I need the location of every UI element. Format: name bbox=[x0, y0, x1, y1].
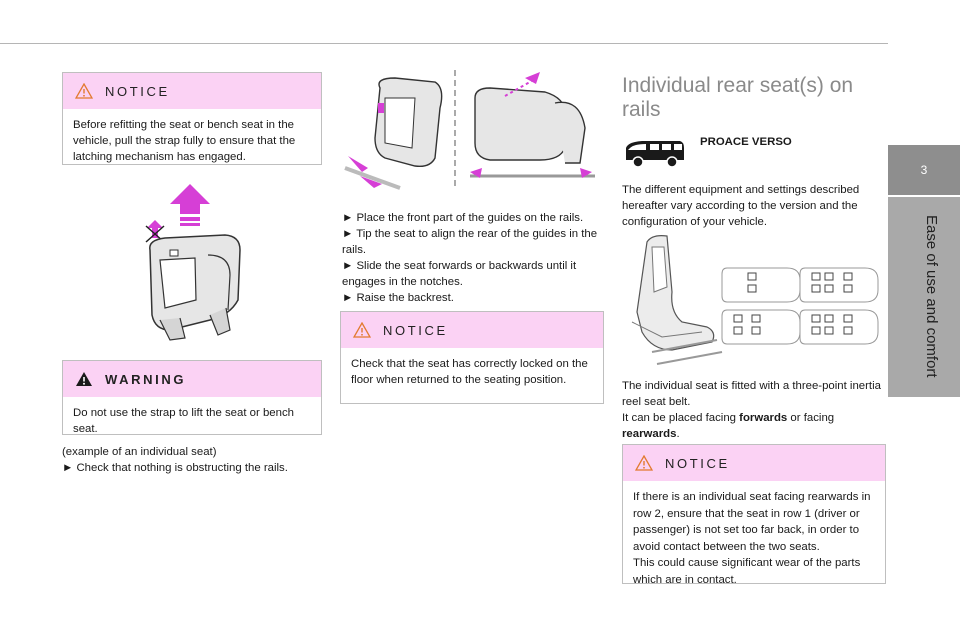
lift-arrow-icon bbox=[170, 184, 210, 226]
step-3: ► Slide the seat forwards or backwards u… bbox=[342, 260, 577, 288]
step-2: ► Tip the seat to align the rear of the … bbox=[342, 228, 598, 256]
notice-box-locked: NOTICE Check that the seat has correctly… bbox=[340, 311, 604, 404]
notice-title: NOTICE bbox=[665, 455, 730, 471]
warning-triangle-icon bbox=[76, 372, 92, 386]
notice-text: Before refitting the seat or bench seat … bbox=[73, 119, 296, 163]
notice-header: NOTICE bbox=[341, 312, 603, 348]
notice-box-rearwards: NOTICE If there is an individual seat fa… bbox=[622, 444, 886, 586]
notice-title: NOTICE bbox=[383, 322, 448, 338]
notice-text-2: This could cause significant wear of the… bbox=[633, 557, 861, 586]
notice-text: Check that the seat has correctly locked… bbox=[351, 358, 588, 386]
facing-text: It can be placed facing forwards or faci… bbox=[622, 412, 835, 440]
model-name: PROACE VERSO bbox=[700, 136, 792, 148]
seat-on-rails-illustration bbox=[344, 70, 595, 190]
step-check-rails: ► Check that nothing is obstructing the … bbox=[62, 462, 288, 474]
chapter-tab: 3 Ease of use and comfort bbox=[888, 0, 960, 640]
notice-text: If there is an individual seat facing re… bbox=[623, 481, 885, 596]
rail-steps: ► Place the front part of the guides on … bbox=[342, 210, 604, 306]
warning-triangle-outline-icon bbox=[635, 455, 653, 471]
seat-strap-illustration bbox=[145, 184, 241, 341]
van-icon bbox=[626, 141, 684, 168]
rearwards-label: rearwards bbox=[622, 428, 677, 440]
chapter-number: 3 bbox=[888, 145, 960, 195]
warning-triangle-outline-icon bbox=[75, 83, 93, 99]
notice-box-refit: NOTICE Before refitting the seat or benc… bbox=[62, 72, 322, 165]
notice-text-1: If there is an individual seat facing re… bbox=[633, 491, 871, 553]
warning-box-strap: WARNING Do not use the strap to lift the… bbox=[62, 360, 322, 435]
seat-description: The individual seat is fitted with a thr… bbox=[622, 378, 884, 442]
warning-triangle-outline-icon bbox=[353, 322, 371, 338]
notice-header: NOTICE bbox=[63, 73, 321, 109]
header-divider bbox=[0, 43, 888, 44]
chapter-tab-bar bbox=[888, 197, 960, 397]
section-heading: Individual rear seat(s) on rails bbox=[622, 74, 854, 121]
notice-title: NOTICE bbox=[105, 83, 170, 99]
seatbelt-text: The individual seat is fitted with a thr… bbox=[622, 380, 881, 408]
warning-title: WARNING bbox=[105, 371, 187, 387]
forwards-label: forwards bbox=[739, 412, 788, 424]
seat-caption: (example of an individual seat) bbox=[62, 446, 217, 458]
notice-header: NOTICE bbox=[623, 445, 885, 481]
warning-header: WARNING bbox=[63, 361, 321, 397]
step-1: ► Place the front part of the guides on … bbox=[342, 212, 584, 224]
seat-configuration-illustration bbox=[631, 235, 879, 365]
warning-text: Do not use the strap to lift the seat or… bbox=[73, 407, 294, 435]
step-4: ► Raise the backrest. bbox=[342, 292, 454, 304]
intro-text: The different equipment and settings des… bbox=[622, 184, 860, 228]
chapter-title: Ease of use and comfort bbox=[923, 215, 940, 378]
